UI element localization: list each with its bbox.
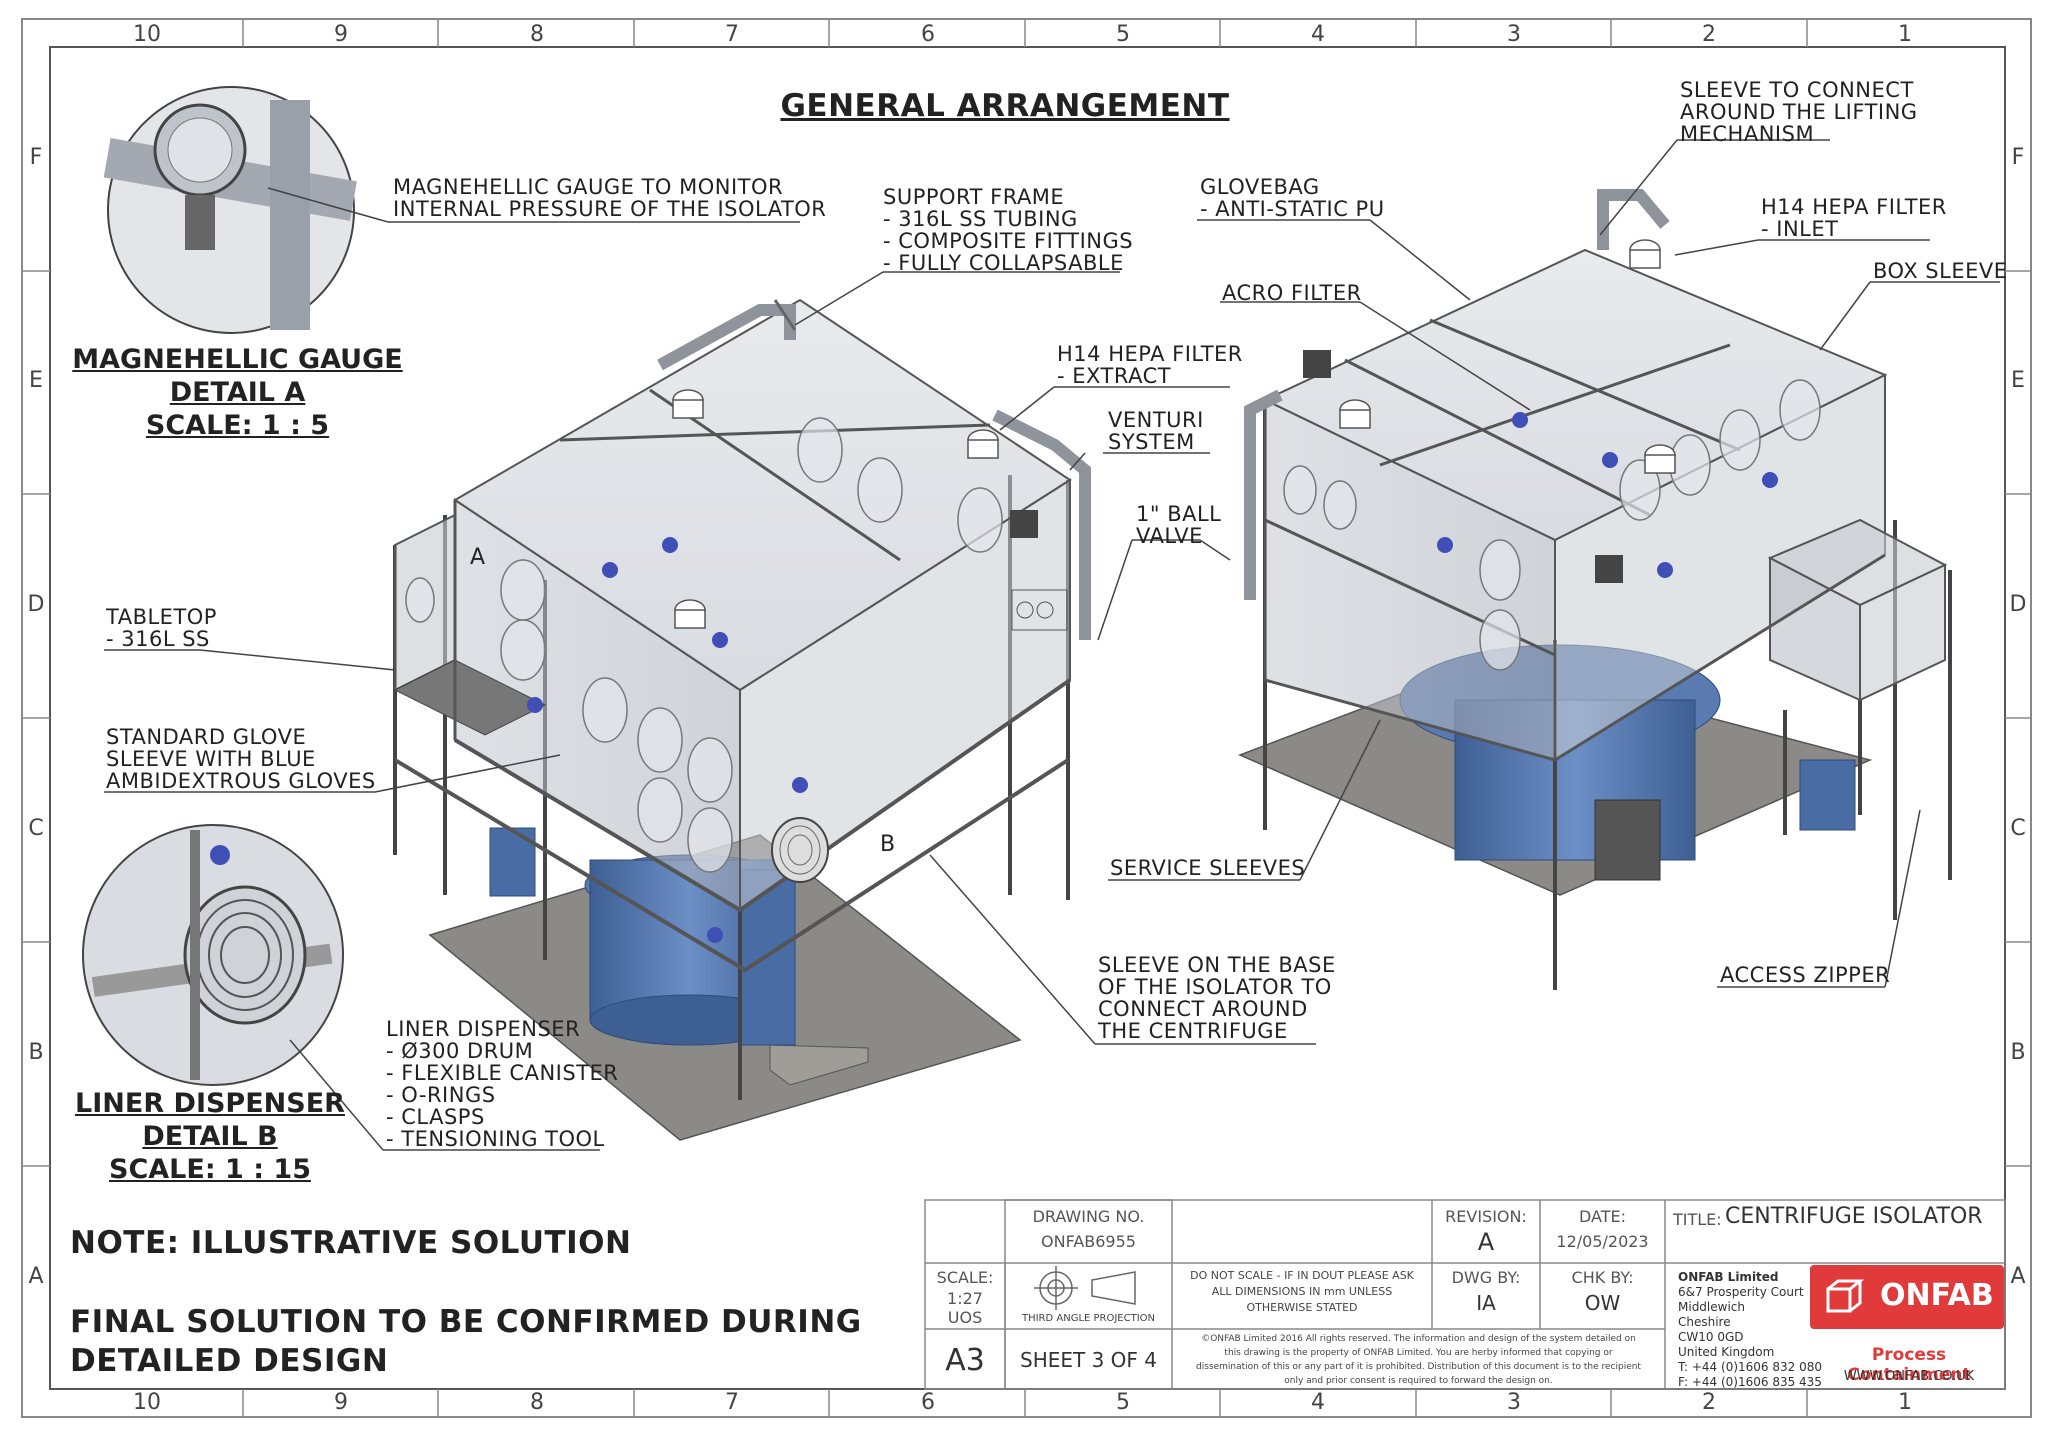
drawing-title: GENERAL ARRANGEMENT [780,88,1230,124]
projection-label: THIRD ANGLE PROJECTION [1021,1313,1156,1324]
grid-number: 7 [725,1390,739,1415]
grid-letter: F [2011,145,2025,170]
callout-support-frame: SUPPORT FRAME- 316L SS TUBING - COMPOSIT… [883,185,1134,275]
onfab-logo [1810,1265,2004,1329]
leader-lines [104,139,2000,1151]
note-illustrative: NOTE: ILLUSTRATIVE SOLUTION [70,1225,632,1261]
callout-liner-dispenser: LINER DISPENSER- Ø300 DRUM - FLEXIBLE CA… [386,1017,619,1151]
detail-b-name: LINER DISPENSER [75,1088,345,1119]
detail-b-marker: B [880,832,896,857]
detail-b-scale: SCALE: 1 : 15 [109,1154,311,1185]
onfab-logo-text: ONFAB [1880,1278,1994,1313]
onfab-cube-icon [1826,1279,1864,1313]
grid-number: 7 [725,22,739,47]
grid-letter: E [2011,368,2025,393]
grid-number: 3 [1507,1390,1521,1415]
detail-a-detail: DETAIL A [169,377,306,408]
grid-letter: C [2010,816,2026,841]
note-final-line2: DETAILED DESIGN [70,1343,389,1379]
grid-number: 3 [1507,22,1521,47]
grid-number: 6 [921,1390,935,1415]
grid-number: 10 [133,22,161,47]
sheet-size: A3 [945,1343,985,1378]
title-label: TITLE: [1673,1210,1722,1229]
detail-a-scale: SCALE: 1 : 5 [145,410,330,441]
grid-letter: F [29,145,43,170]
grid-letter: D [2009,592,2027,617]
revision-value: A [1477,1228,1495,1256]
grid-letter: B [28,1040,44,1065]
callout-service-sleeves: SERVICE SLEEVES [1110,856,1306,880]
copyright-note: ©ONFAB Limited 2016 All rights reserved.… [1196,1334,1641,1386]
sheet-number: SHEET 3 OF 4 [1020,1348,1157,1372]
grid-number: 8 [530,1390,544,1415]
note-final-line1: FINAL SOLUTION TO BE CONFIRMED DURING [70,1304,862,1340]
detail-a-marker: A [470,545,486,570]
right-isolator-view [1238,189,1952,990]
dwg-by-value: IA [1476,1291,1496,1315]
callout-tabletop: TABLETOP- 316L SS [106,605,217,651]
revision-label: REVISION: [1445,1207,1527,1226]
grid-number: 5 [1116,1390,1130,1415]
grid-letter: B [2010,1040,2026,1065]
detail-a-circle [103,86,357,334]
drawing-no: ONFAB6955 [1041,1232,1136,1251]
detail-a-name: MAGNEHELLIC GAUGE [72,344,403,375]
grid-number: 8 [530,22,544,47]
units-value: UOS [947,1308,983,1327]
drawing-no-label: DRAWING NO. [1032,1207,1145,1226]
callout-hepa-extract: H14 HEPA FILTER- EXTRACT [1057,342,1243,388]
grid-letter: D [27,592,45,617]
grid-number: 4 [1311,1390,1325,1415]
callout-acro-filter: ACRO FILTER [1222,281,1362,305]
grid-letter: A [28,1264,44,1289]
date-label: DATE: [1578,1207,1626,1226]
dwg-by-label: DWG BY: [1451,1268,1521,1287]
grid-number: 6 [921,22,935,47]
callout-box-sleeve: BOX SLEEVE [1873,259,2008,283]
grid-number: 9 [334,22,348,47]
chk-by-value: OW [1584,1291,1621,1315]
callout-glovebag: GLOVEBAG- ANTI-STATIC PU [1200,175,1385,221]
third-angle-projection-icon [1034,1266,1136,1310]
detail-a-label: MAGNEHELLIC GAUGE DETAIL A SCALE: 1 : 5 [60,343,415,442]
callout-hepa-inlet: H14 HEPA FILTER- INLET [1761,195,1947,241]
grid-letter: A [2010,1264,2026,1289]
scale-label: SCALE: [936,1268,994,1287]
grid-number: 10 [133,1390,161,1415]
detail-b-label: LINER DISPENSER DETAIL B SCALE: 1 : 15 [60,1087,360,1186]
onfab-website: WWW.ONFAB.CO.UK [1843,1369,1975,1384]
title-block-grid [924,1199,2006,1390]
detail-b-circle [82,824,344,1086]
scale-value: 1:27 [947,1289,983,1308]
onfab-tagline: Process Containment [1847,1345,1971,1385]
grid-letter: E [29,368,43,393]
date-value: 12/05/2023 [1556,1232,1649,1251]
grid-number: 2 [1702,1390,1716,1415]
left-isolator-view [393,298,1091,1141]
grid-number: 5 [1116,22,1130,47]
detail-b-detail: DETAIL B [142,1121,278,1152]
note-final-solution: FINAL SOLUTION TO BE CONFIRMED DURING DE… [70,1303,862,1381]
grid-number: 4 [1311,22,1325,47]
chk-by-label: CHK BY: [1571,1268,1634,1287]
grid-number: 9 [334,1390,348,1415]
title-value: CENTRIFUGE ISOLATOR [1725,1204,1983,1229]
grid-number: 1 [1898,1390,1912,1415]
grid-number: 2 [1702,22,1716,47]
callout-access-zipper: ACCESS ZIPPER [1720,963,1891,987]
grid-letter: C [28,816,44,841]
grid-number: 1 [1898,22,1912,47]
